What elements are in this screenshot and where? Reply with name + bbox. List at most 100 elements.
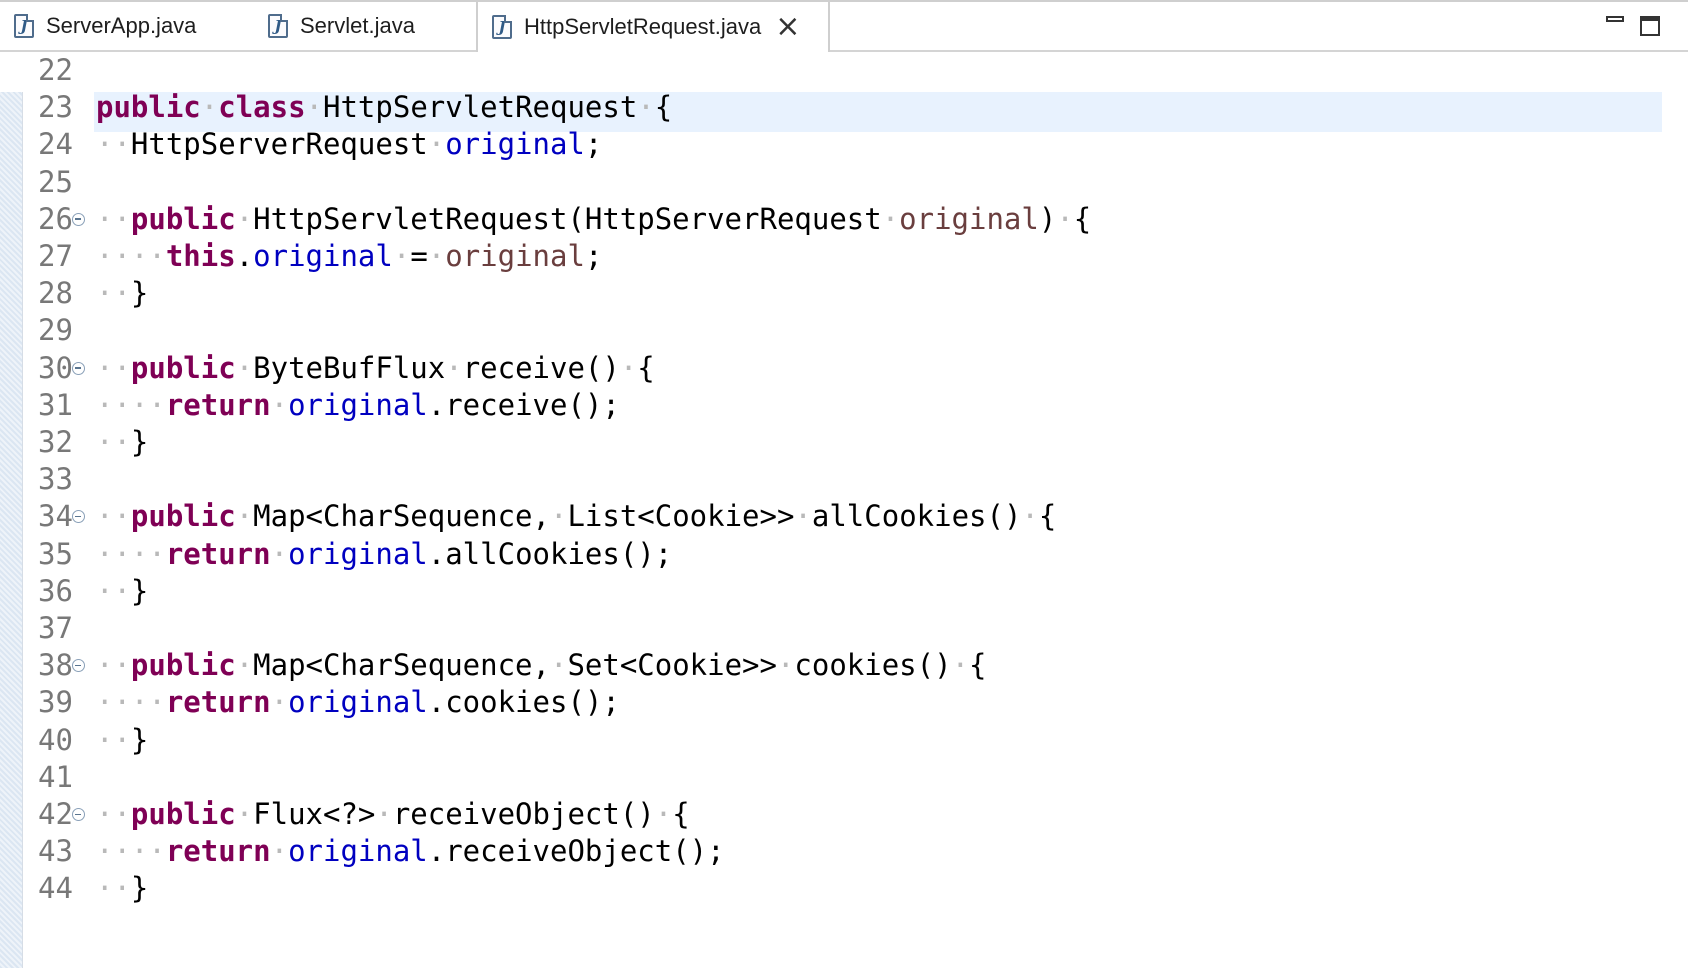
code-token: {	[1073, 201, 1092, 236]
whitespace-marker: ·	[235, 499, 254, 534]
code-line[interactable]: ····this.original·=·original;	[96, 236, 602, 276]
parameter-token: original	[899, 201, 1039, 236]
whitespace-marker: ····	[96, 536, 166, 571]
line-number: 31	[38, 387, 73, 422]
code-token: receive()	[462, 350, 620, 385]
whitespace-marker: ··	[96, 722, 131, 757]
code-line[interactable]: ··public·Map<CharSequence,·Set<Cookie>>·…	[96, 645, 987, 685]
code-token: Flux<?>	[253, 797, 376, 831]
whitespace-marker: ··	[96, 648, 131, 683]
field-token: original	[288, 536, 428, 571]
tab-servlet-java[interactable]: J Servlet.java	[268, 2, 472, 50]
collapse-fold-icon[interactable]	[72, 212, 85, 226]
whitespace-marker: ····	[96, 685, 166, 720]
field-token: original	[445, 127, 585, 162]
tab-label: Servlet.java	[300, 13, 415, 38]
code-line[interactable]: ··}	[96, 422, 148, 462]
code-token: HttpServerRequest	[130, 127, 428, 162]
line-number: 27	[38, 239, 73, 273]
keyword-token: return	[165, 834, 271, 869]
line-number: 35	[38, 536, 73, 571]
tab-serverapp-java[interactable]: J ServerApp.java	[14, 2, 264, 50]
whitespace-marker: ·	[881, 201, 900, 236]
line-number: 30	[38, 350, 73, 385]
code-line[interactable]: ··HttpServerRequest·original;	[96, 124, 602, 164]
line-number: 32	[38, 425, 73, 459]
whitespace-marker: ·	[392, 239, 411, 273]
line-number: 37	[38, 611, 73, 645]
tab-httpservletrequest-java[interactable]: J HttpServletRequest.java ×	[476, 0, 830, 52]
keyword-token: public	[96, 90, 201, 125]
code-token: }	[130, 573, 149, 608]
code-token: Set<Cookie>>	[567, 648, 777, 683]
java-file-icon: J	[268, 14, 288, 38]
code-token: Map<CharSequence,	[253, 499, 550, 534]
close-icon[interactable]: ×	[775, 9, 801, 44]
whitespace-marker: ·	[776, 648, 795, 683]
collapse-fold-icon[interactable]	[72, 808, 85, 821]
whitespace-marker: ·	[235, 350, 254, 385]
collapse-fold-icon[interactable]	[72, 659, 85, 673]
whitespace-marker: ··	[96, 127, 131, 162]
keyword-token: class	[218, 90, 306, 125]
code-line[interactable]: ····return·original.cookies();	[96, 682, 620, 722]
line-number: 36	[38, 573, 73, 608]
collapse-fold-icon[interactable]	[72, 361, 85, 375]
parameter-token: original	[445, 239, 585, 273]
code-token: }	[130, 276, 149, 311]
collapse-fold-icon[interactable]	[72, 510, 85, 524]
code-line[interactable]: ··public·HttpServletRequest(HttpServerRe…	[96, 199, 1091, 239]
java-file-icon: J	[14, 14, 34, 38]
keyword-token: public	[130, 797, 236, 831]
code-line[interactable]: ··}	[96, 720, 148, 760]
line-number: 41	[38, 759, 73, 794]
whitespace-marker: ·	[637, 90, 655, 125]
whitespace-marker: ··	[96, 797, 131, 831]
whitespace-marker: ·	[549, 499, 568, 534]
line-number: 44	[38, 871, 73, 906]
keyword-token: public	[130, 648, 236, 683]
whitespace-marker: ·	[951, 648, 970, 683]
code-token: allCookies()	[811, 499, 1022, 534]
field-token: original	[288, 387, 428, 422]
maximize-icon[interactable]	[1640, 16, 1660, 36]
code-token: {	[637, 350, 655, 385]
code-line[interactable]: ····return·original.allCookies();	[96, 534, 672, 574]
code-token: ;	[584, 239, 603, 273]
line-number: 22	[38, 53, 73, 87]
code-token: HttpServletRequest	[323, 90, 638, 125]
code-line[interactable]: ··public·ByteBufFlux·receive()·{	[96, 348, 655, 388]
whitespace-marker: ·	[270, 685, 289, 720]
whitespace-marker: ····	[96, 239, 166, 273]
minimize-icon[interactable]	[1606, 16, 1624, 22]
code-line[interactable]: ··}	[96, 868, 148, 908]
code-line[interactable]: ····return·original.receive();	[96, 385, 620, 425]
code-line[interactable]: ··}	[96, 273, 148, 313]
whitespace-marker: ··	[96, 499, 131, 534]
whitespace-marker: ····	[96, 387, 166, 422]
code-line[interactable]: ··}	[96, 571, 148, 611]
whitespace-marker: ·	[1021, 499, 1039, 534]
code-line[interactable]: ··public·Flux<?>·receiveObject()·{	[96, 794, 690, 834]
code-token: ByteBufFlux	[253, 350, 446, 385]
code-line[interactable]: ····return·original.receiveObject();	[96, 831, 725, 871]
code-line[interactable]: ··public·Map<CharSequence,·List<Cookie>>…	[96, 496, 1056, 536]
keyword-token: public	[130, 350, 236, 385]
whitespace-marker: ·	[427, 127, 446, 162]
whitespace-marker: ··	[96, 201, 131, 236]
whitespace-marker: ····	[96, 834, 166, 869]
whitespace-marker: ··	[96, 276, 131, 311]
whitespace-marker: ·	[305, 90, 324, 125]
whitespace-marker: ·	[445, 350, 463, 385]
tab-label: ServerApp.java	[46, 13, 197, 38]
whitespace-marker: ·	[375, 797, 393, 831]
whitespace-marker: ··	[96, 350, 131, 385]
line-number: 26	[38, 201, 73, 236]
code-token: ;	[584, 127, 603, 162]
code-token: HttpServletRequest(HttpServerRequest	[253, 201, 882, 236]
code-line[interactable]: public·class·HttpServletRequest·{	[96, 87, 672, 127]
keyword-token: this	[165, 239, 236, 273]
code-token: )	[1038, 201, 1057, 236]
whitespace-marker: ·	[200, 90, 219, 125]
